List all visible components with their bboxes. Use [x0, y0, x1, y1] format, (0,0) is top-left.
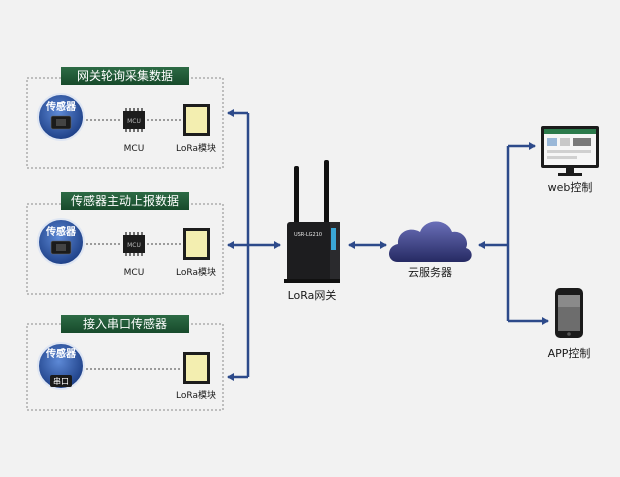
gateway-device-text: USR-LG210 — [294, 232, 322, 238]
mcu-chip-pins-icon — [125, 232, 143, 256]
antenna-right-icon — [324, 160, 329, 226]
mcu-chip-icon — [123, 111, 145, 129]
monitor-screen-block — [547, 156, 577, 159]
right-bus — [478, 142, 549, 325]
sensor-node: 传感器 串口 — [37, 342, 85, 390]
serial-port-badge — [50, 375, 72, 387]
gateway-foot — [284, 279, 340, 283]
mcu-chip-text: MCU — [127, 242, 141, 249]
lora-label: LoRa模块 — [176, 266, 216, 278]
monitor-screen — [544, 129, 596, 165]
mcu-label: MCU — [124, 144, 145, 154]
lora-label: LoRa模块 — [176, 142, 216, 154]
lora-label: LoRa模块 — [176, 389, 216, 401]
sensor-node: 传感器 — [37, 218, 85, 266]
group-serial-sensor: 接入串口传感器 传感器 串口 LoRa模块 — [26, 315, 224, 411]
app-label: APP控制 — [548, 346, 591, 360]
phone-screen-glare — [558, 295, 580, 307]
mcu-label: MCU — [124, 268, 145, 278]
cloud-icon — [389, 221, 472, 262]
monitor-base — [558, 173, 582, 176]
group-title: 网关轮询采集数据 — [77, 68, 173, 83]
sensor-label: 传感器 — [45, 225, 77, 238]
group-title-bar — [61, 192, 189, 210]
mcu-chip-pins-icon — [125, 108, 143, 132]
cloud-server: 云服务器 — [389, 221, 472, 279]
sensor-chip-core-icon — [56, 119, 66, 126]
gateway-body — [287, 222, 337, 282]
gateway-accent-strip — [331, 228, 336, 250]
sensor-circle — [37, 342, 85, 390]
sensor-chip-core-icon — [56, 244, 66, 251]
monitor-stand — [566, 168, 574, 174]
lora-gateway: USR-LG210 LoRa网关 — [284, 160, 340, 302]
lora-module-shield — [186, 107, 207, 133]
lora-module-shield — [186, 231, 207, 257]
cloud-label: 云服务器 — [408, 266, 452, 279]
monitor-screen-block — [560, 138, 570, 146]
serial-port-label: 串口 — [53, 377, 69, 386]
phone-home-button — [567, 332, 571, 336]
mcu-chip-text: MCU — [127, 118, 141, 125]
group-title: 接入串口传感器 — [83, 316, 167, 331]
lora-module — [183, 352, 210, 384]
group-active-report: 传感器主动上报数据 传感器 MCU MCU LoRa模块 — [26, 192, 224, 295]
group-polling: 网关轮询采集数据 传感器 MCU MCU LoRa模块 — [26, 67, 224, 169]
monitor-screen-block — [547, 150, 591, 153]
mcu-chip: MCU — [123, 232, 145, 256]
mcu-chip: MCU — [123, 108, 145, 132]
gateway-side-panel — [330, 222, 340, 282]
gateway-label: LoRa网关 — [288, 288, 337, 302]
group-title: 传感器主动上报数据 — [71, 193, 179, 208]
monitor-screen-header — [544, 129, 596, 134]
web-label: web控制 — [548, 180, 593, 194]
antenna-left-icon — [294, 166, 299, 226]
sensor-label: 传感器 — [45, 100, 77, 113]
left-bus — [227, 109, 281, 381]
lora-module — [183, 228, 210, 260]
sensor-label: 传感器 — [45, 347, 77, 360]
app-client: APP控制 — [548, 288, 591, 360]
web-client: web控制 — [541, 126, 599, 194]
group-title-bar — [61, 67, 189, 85]
group-title-bar — [61, 315, 189, 333]
lora-module — [183, 104, 210, 136]
mcu-chip-icon — [123, 235, 145, 253]
sensor-node: 传感器 — [37, 93, 85, 141]
monitor-screen-block — [573, 138, 591, 146]
monitor-screen-block — [547, 138, 557, 146]
lora-module-shield — [186, 355, 207, 381]
